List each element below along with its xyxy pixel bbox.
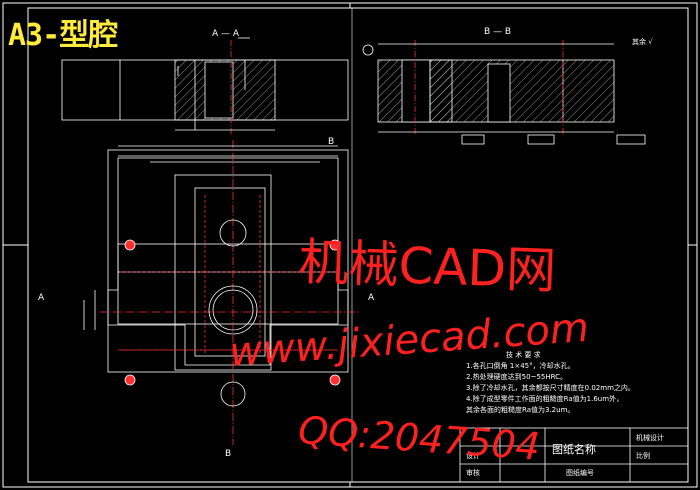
section-bb-label: B — B — [484, 27, 511, 37]
note-item: 3.除了冷却水孔，其余都按尺寸精度在0.02mm之内。 — [466, 384, 635, 392]
technical-notes: 技 术 要 求 1.各孔口倒角 1×45°，冷却水孔。 2.热处理硬度达到50~… — [466, 350, 635, 416]
drawing-title: A3-型腔 — [8, 18, 118, 53]
tb-drawing-no: 图纸编号 — [566, 469, 594, 477]
note-item: 4.除了成型零件工作面的粗糙度Ra值为1.6um外， — [466, 395, 624, 403]
tb-ratio: 比例 — [636, 452, 650, 460]
section-mark-b-top: B — [328, 137, 334, 147]
title-block-lines — [459, 427, 689, 483]
section-bb-view — [362, 40, 646, 145]
hole-upper — [219, 219, 247, 247]
tb-designer: 设计 — [466, 452, 480, 460]
section-aa-view — [61, 37, 349, 135]
tb-checker: 审核 — [466, 469, 480, 477]
hole-lower — [220, 381, 246, 407]
section-mark-a-left: A — [38, 293, 45, 303]
roughness-note: 其余 √ — [632, 37, 653, 46]
section-mark-b-bottom: B — [225, 449, 231, 459]
tb-school: 机械设计 — [636, 434, 664, 442]
hole-center — [208, 285, 258, 335]
plan-view — [83, 140, 360, 445]
tb-part-name: 图纸名称 — [552, 443, 596, 456]
note-item: 其余各面的粗糙度Ra值为3.2um。 — [466, 406, 575, 414]
watermark-site: 机械CAD网 — [297, 232, 558, 300]
note-item: 1.各孔口倒角 1×45°，冷却水孔。 — [466, 362, 575, 370]
section-mark-a-right: A — [368, 293, 375, 303]
note-item: 2.热处理硬度达到50~55HRC。 — [466, 373, 568, 381]
section-aa-label: A — A — [212, 29, 240, 39]
notes-heading: 技 术 要 求 — [506, 351, 541, 359]
